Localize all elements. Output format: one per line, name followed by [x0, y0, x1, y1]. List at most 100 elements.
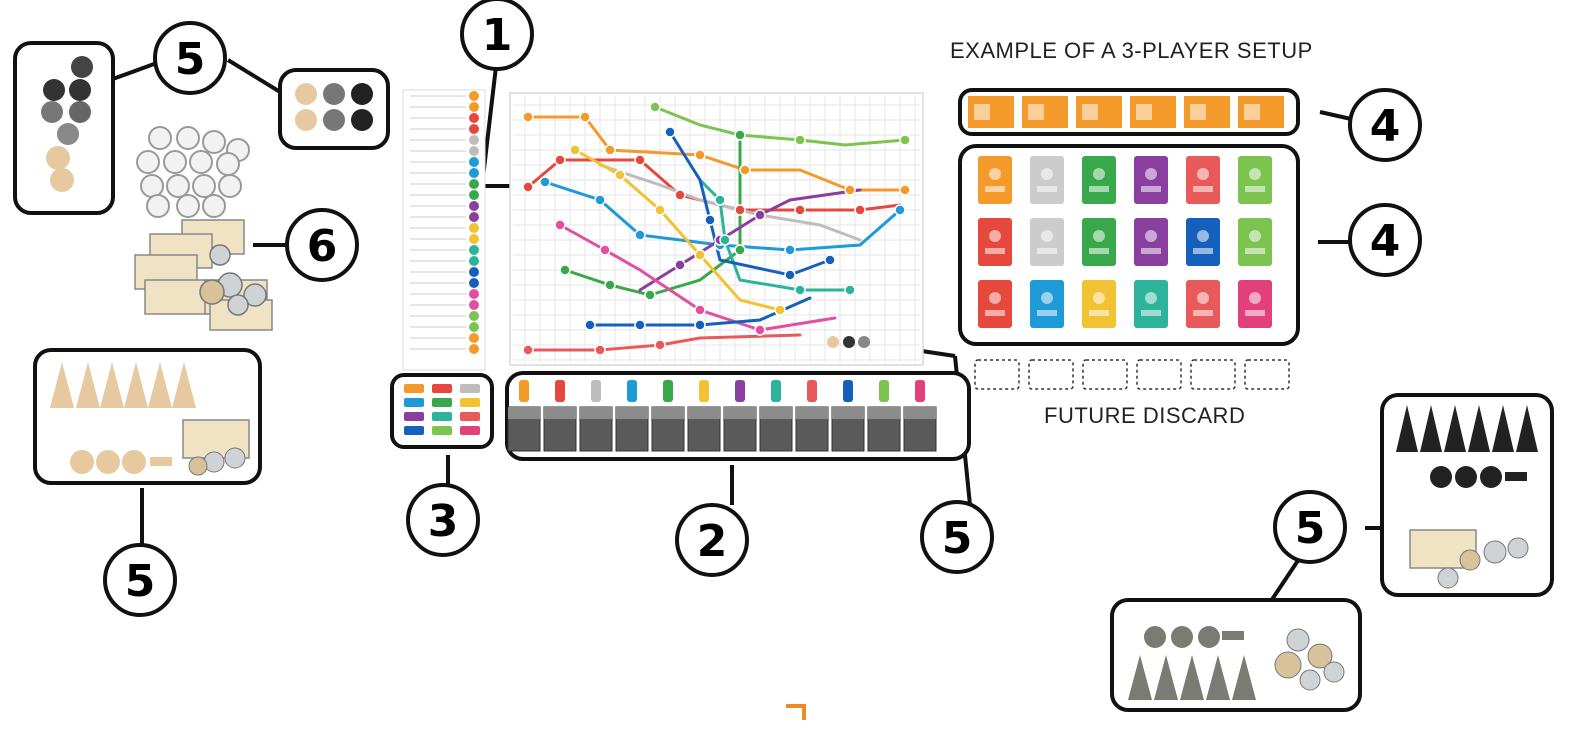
subway-line: [653, 105, 907, 147]
line-tile: [432, 426, 452, 435]
money-bank: [134, 126, 273, 331]
destination-card-icon: [989, 292, 1001, 304]
discard-slot: [974, 359, 1020, 390]
board-station: [599, 244, 611, 256]
board-station: [634, 154, 646, 166]
subway-line: [558, 223, 837, 332]
station-photo-sky: [580, 407, 612, 419]
destination-card-value: [985, 186, 1005, 192]
score-track-dot: [469, 124, 479, 134]
station-photo-sky: [796, 407, 828, 419]
line-tile: [460, 398, 480, 407]
board-station: [654, 204, 666, 216]
orange-card-mark: [1028, 104, 1044, 120]
future-discard-label: FUTURE DISCARD: [1044, 403, 1246, 428]
discard-slot: [1190, 359, 1236, 390]
score-track-dot: [469, 267, 479, 277]
score-track-dot: [469, 201, 479, 211]
board-station: [522, 344, 534, 356]
station-line-tab: [879, 380, 889, 402]
destination-card-value: [1037, 248, 1057, 254]
callout-3: 3: [406, 483, 480, 557]
line-tile: [432, 384, 452, 393]
station-line-tab: [555, 380, 565, 402]
token-set-box: [278, 68, 390, 150]
board-station: [774, 304, 786, 316]
board-station: [649, 101, 661, 113]
score-track-dot: [469, 256, 479, 266]
line-tile: [404, 412, 424, 421]
board-station: [854, 204, 866, 216]
destination-card-value: [1089, 248, 1109, 254]
discard-slot: [1028, 359, 1074, 390]
score-track-dot: [469, 245, 479, 255]
destination-card-value: [1193, 186, 1213, 192]
subway-line: [526, 115, 907, 192]
board-station: [734, 204, 746, 216]
destination-card-icon: [989, 230, 1001, 242]
destination-card-icon: [1249, 292, 1261, 304]
destination-card-icon: [1041, 292, 1053, 304]
board-station: [844, 184, 856, 196]
discard-slot: [1136, 359, 1182, 390]
destination-card-value: [1089, 310, 1109, 316]
destination-card-value: [1245, 186, 1265, 192]
callout-4a-label: 4: [1370, 101, 1401, 152]
callout-1: 1: [460, 0, 534, 71]
subway-line: [573, 148, 782, 312]
line-tile: [404, 398, 424, 407]
callout-3-label: 3: [428, 496, 459, 547]
setup-title: EXAMPLE OF A 3-PLAYER SETUP: [950, 38, 1313, 63]
board-station: [584, 319, 596, 331]
board-station: [899, 134, 911, 146]
destination-card-icon: [1041, 168, 1053, 180]
score-track-dot: [469, 102, 479, 112]
callout-4-top: 4: [1348, 88, 1422, 162]
callout-5d-label: 5: [1295, 503, 1326, 554]
player-supply-wood: [33, 348, 262, 485]
station-line-tab: [627, 380, 637, 402]
board-station: [559, 264, 571, 276]
score-track-dot: [469, 190, 479, 200]
orange-card-mark: [1190, 104, 1206, 120]
orange-card-mark: [1082, 104, 1098, 120]
destination-card-value: [1193, 310, 1213, 316]
callout-2: 2: [675, 503, 749, 577]
board-station: [634, 229, 646, 241]
destination-card-icon: [1249, 168, 1261, 180]
station-photo-sky: [616, 407, 648, 419]
station-line-tab: [735, 380, 745, 402]
board-station: [569, 144, 581, 156]
board-station: [594, 344, 606, 356]
board-station: [664, 126, 676, 138]
destination-card-value: [1037, 186, 1057, 192]
destination-card-value: [1245, 248, 1265, 254]
destination-card-value: [1193, 248, 1213, 254]
destination-card-value: [1141, 186, 1161, 192]
line-tile: [460, 384, 480, 393]
station-line-tab: [663, 380, 673, 402]
board-station: [714, 194, 726, 206]
board-station: [894, 204, 906, 216]
destination-card-icon: [1249, 230, 1261, 242]
board-station: [694, 319, 706, 331]
score-track-dot: [469, 278, 479, 288]
board-station: [594, 194, 606, 206]
station-photo-sky: [760, 407, 792, 419]
board-station: [654, 339, 666, 351]
player-supply-black: [1380, 393, 1554, 597]
board-player-tokens: [827, 336, 870, 348]
subway-line: [598, 163, 862, 242]
board-station: [634, 319, 646, 331]
score-track-dot: [469, 91, 479, 101]
player-supply-grey: [1110, 598, 1362, 712]
board-station: [734, 129, 746, 141]
destination-card-value: [1089, 186, 1109, 192]
board-station: [794, 134, 806, 146]
board-station: [674, 259, 686, 271]
board-station: [554, 154, 566, 166]
station-photo-sky: [724, 407, 756, 419]
orange-card-mark: [1136, 104, 1152, 120]
destination-card-icon: [1145, 168, 1157, 180]
station-line-tab: [591, 380, 601, 402]
